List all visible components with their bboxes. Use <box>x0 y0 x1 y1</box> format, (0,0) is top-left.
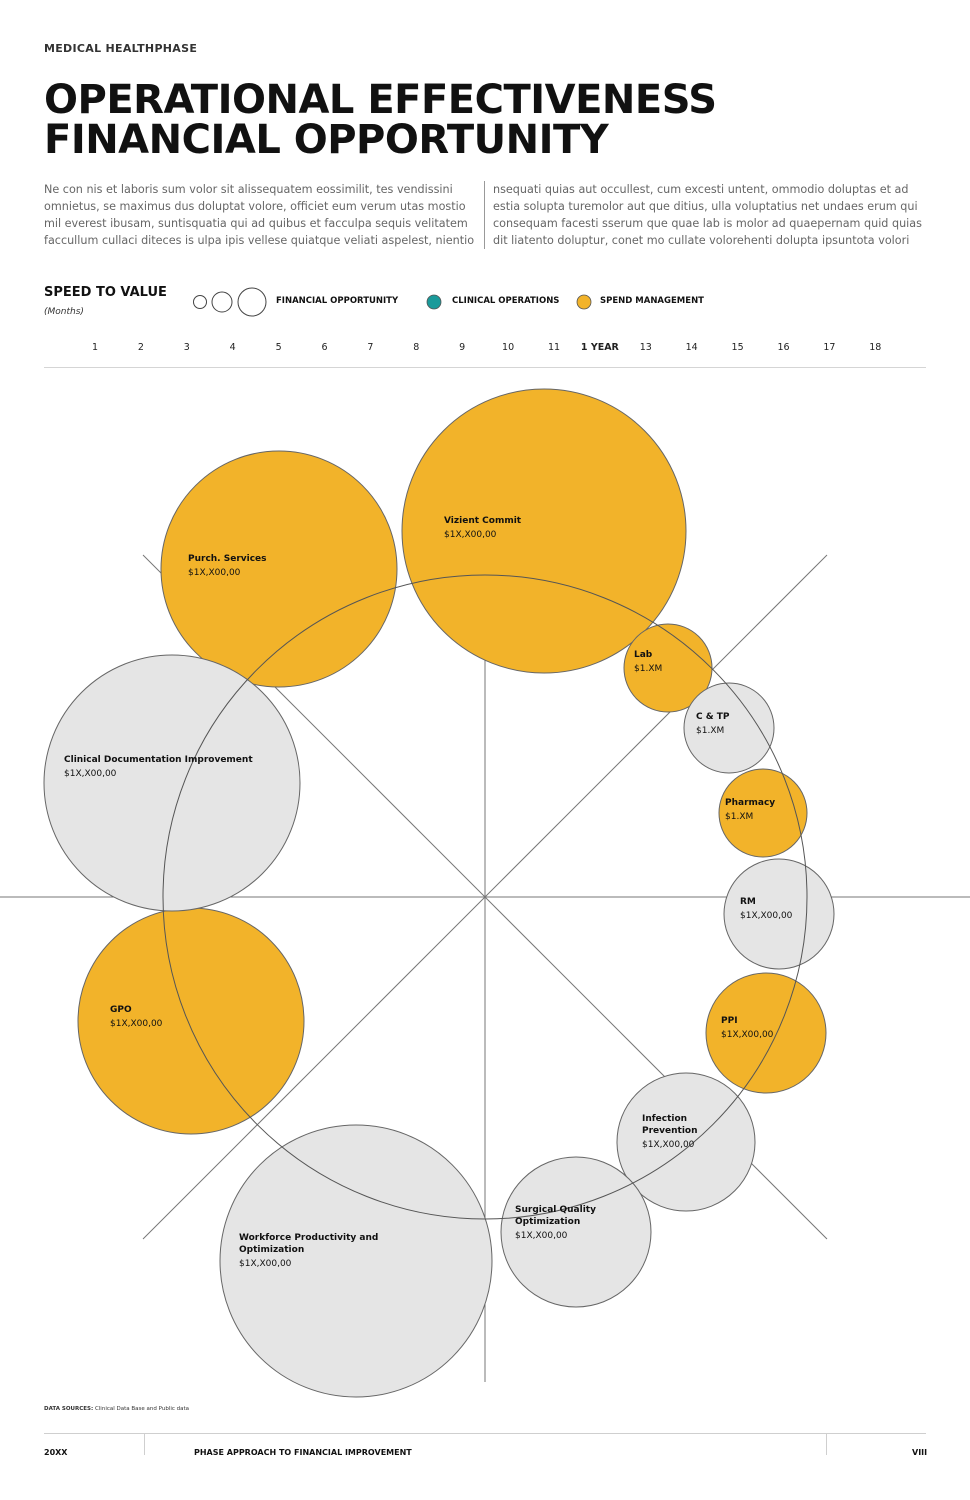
intro-text-right: nsequati quias aut occullest, cum excest… <box>484 181 925 249</box>
bubble-12-value: $1X,X00,00 <box>64 769 117 779</box>
bubble-11-name-line-1: GPO <box>110 1005 132 1015</box>
axis-tick-5: 5 <box>275 342 282 353</box>
bubble-1-value: $1X,X00,00 <box>444 530 497 540</box>
axis-tick-18: 18 <box>869 342 882 353</box>
bubble-6-value: $1X,X00,00 <box>740 911 793 921</box>
axis-tick-1: 1 <box>91 342 99 353</box>
bubble-12 <box>43 654 301 912</box>
intro-text-left: Ne con nis et laboris sum volor sit alis… <box>44 183 475 247</box>
speed-to-value-title: SPEED TO VALUE <box>44 285 167 300</box>
bubble-4 <box>683 682 775 774</box>
page-title: OPERATIONAL EFFECTIVENESS FINANCIAL OPPO… <box>44 80 717 160</box>
data-sources-text: Clinical Data Base and Public data <box>94 1406 190 1412</box>
bubble-9-name-line-2: Optimization <box>515 1217 580 1227</box>
bubble-7 <box>705 972 827 1094</box>
legend-financial-opportunity: FINANCIAL OPPORTUNITY <box>276 296 399 306</box>
bubble-7-name-line-1: PPI <box>721 1016 738 1026</box>
bubble-9 <box>500 1156 652 1308</box>
bubble-7-value: $1X,X00,00 <box>721 1030 774 1040</box>
bubble-3-name-line-1: Lab <box>634 650 653 660</box>
axis-tick-4: 4 <box>229 342 236 353</box>
bubble-4-value: $1.XM <box>696 726 724 736</box>
axis-tick-12: 1 YEAR <box>580 342 619 353</box>
axis-tick-3: 3 <box>183 342 190 353</box>
axis-tick-13: 13 <box>639 342 652 353</box>
bubble-11-value: $1X,X00,00 <box>110 1019 163 1029</box>
bubble-10-value: $1X,X00,00 <box>239 1259 292 1269</box>
axis-tick-16: 16 <box>777 342 790 353</box>
bubble-2-name-line-1: Purch. Services <box>188 554 267 564</box>
bubble-2-value: $1X,X00,00 <box>188 568 241 578</box>
axis-tick-10: 10 <box>502 342 515 353</box>
axis-tick-8: 8 <box>413 342 420 353</box>
bubble-8-name-line-2: Prevention <box>642 1126 698 1136</box>
chart-ring <box>162 574 808 1220</box>
bubble-5-name-line-1: Pharmacy <box>725 798 775 808</box>
chart-bubbles <box>43 388 835 1398</box>
bubble-12-name-line-1: Clinical Documentation Improvement <box>64 755 253 765</box>
bubble-8-value: $1X,X00,00 <box>642 1140 695 1150</box>
footer-year: 20XX <box>44 1448 68 1457</box>
bubble-3-value: $1.XM <box>634 664 662 674</box>
bubble-8-name-line-1: Infection <box>642 1114 687 1124</box>
bubble-9-value: $1X,X00,00 <box>515 1231 568 1241</box>
bubble-8 <box>616 1072 756 1212</box>
bubble-1-name-line-1: Vizient Commit <box>444 516 522 526</box>
legend-clinical-operations: CLINICAL OPERATIONS <box>452 296 560 306</box>
bubble-5 <box>718 768 808 858</box>
title-line-1: OPERATIONAL EFFECTIVENESS <box>44 77 717 123</box>
axis-tick-2: 2 <box>137 342 144 353</box>
footer-page-number: VIII <box>912 1448 928 1457</box>
axis-tick-14: 14 <box>685 342 698 353</box>
axis-tick-6: 6 <box>321 342 328 353</box>
footer-divider <box>44 1433 926 1434</box>
footer-separator-right <box>826 1433 827 1455</box>
bubble-2 <box>160 450 398 688</box>
bubble-5-value: $1.XM <box>725 812 753 822</box>
chart-ring-circle <box>162 574 808 1220</box>
data-sources-label: DATA SOURCES: <box>44 1406 94 1412</box>
axis-divider <box>44 367 926 368</box>
eyebrow: MEDICAL HEALTHPHASE <box>44 42 198 55</box>
bubble-10-name-line-2: Optimization <box>239 1245 304 1255</box>
data-sources: DATA SOURCES: Clinical Data Base and Pub… <box>44 1406 189 1412</box>
axis-tick-15: 15 <box>731 342 744 353</box>
axis-tick-7: 7 <box>367 342 374 353</box>
title-line-2: FINANCIAL OPPORTUNITY <box>44 117 609 163</box>
speed-to-value-subtitle: (Months) <box>44 307 84 317</box>
bubble-4-name-line-1: C & TP <box>696 712 730 722</box>
footer-section-title: PHASE APPROACH TO FINANCIAL IMPROVEMENT <box>194 1448 412 1457</box>
footer-separator-left <box>144 1433 145 1455</box>
bubble-10 <box>219 1124 493 1398</box>
bubble-6-name-line-1: RM <box>740 897 756 907</box>
bubble-10-name-line-1: Workforce Productivity and <box>239 1233 378 1243</box>
axis-tick-9: 9 <box>459 342 466 353</box>
axis-tick-17: 17 <box>823 342 836 353</box>
axis-tick-11: 11 <box>547 342 561 353</box>
bubble-9-name-line-1: Surgical Quality <box>515 1205 596 1215</box>
legend-spend-management: SPEND MANAGEMENT <box>600 296 704 306</box>
